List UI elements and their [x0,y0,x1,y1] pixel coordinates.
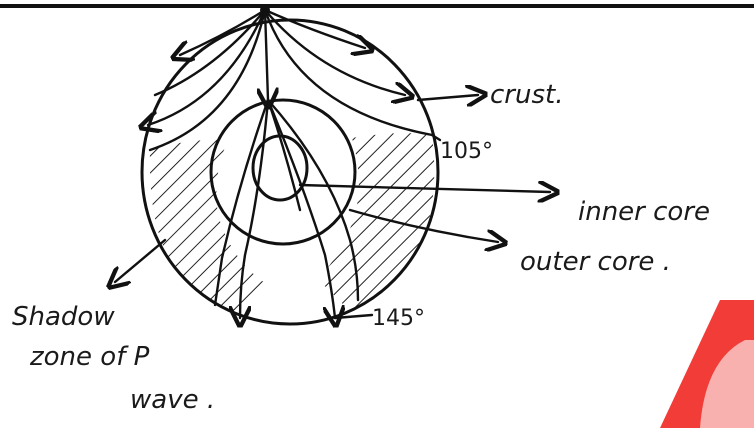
crust-pointer-arrow [418,95,478,100]
label-inner-core: inner core [578,197,710,227]
label-shadow-line2: zone of P [29,342,150,372]
outer-core-circle [211,100,355,244]
shadow-zone-pointer-arrow [115,240,165,282]
label-shadow-line1: Shadow [12,302,115,332]
label-outer-core: outer core . [520,247,671,277]
label-crust: crust. [490,80,563,110]
wave-ray-vertical [265,10,268,100]
label-angle-145: 145° [372,306,425,331]
label-angle-105: 105° [440,139,493,164]
core-ray [268,100,300,210]
wave-ray [265,10,432,135]
label-shadow-line3: wave . [130,385,215,415]
